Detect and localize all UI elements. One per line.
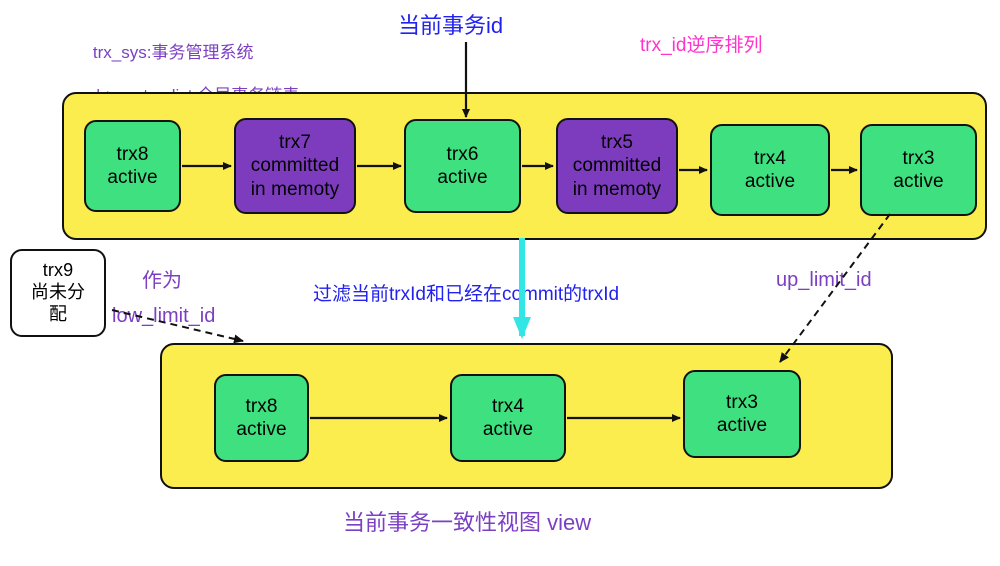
- trx-node-id: trx7: [278, 132, 312, 154]
- trx-node-trx5-global[interactable]: trx5 committed in memoty: [556, 118, 678, 214]
- trx-node-trx8-view[interactable]: trx8 active: [214, 374, 309, 462]
- trx-node-state: active: [107, 167, 158, 188]
- trx-node-id: trx5: [600, 132, 634, 154]
- trx-node-id: trx3: [902, 147, 935, 169]
- trx-node-state: active: [482, 419, 534, 440]
- trx-node-state: active: [744, 171, 796, 192]
- trx-node-trx4-global[interactable]: trx4 active: [710, 124, 830, 216]
- trx-node-state: active: [716, 415, 768, 436]
- filter-note-label: 过滤当前trxId和已经在commit的trxId: [313, 284, 620, 305]
- trx-node-id: trx3: [725, 391, 759, 413]
- up-limit-id-label: up_limit_id: [776, 269, 872, 291]
- trx-node-state-detail: 配: [48, 303, 68, 324]
- trx-sys-line1: trx_sys:事务管理系统: [92, 42, 254, 62]
- trx-node-state: 尚未分: [30, 282, 86, 303]
- trx-node-id: trx4: [753, 147, 787, 169]
- trx-node-trx7-global[interactable]: trx7 committed in memoty: [234, 118, 356, 214]
- trx-node-state-detail: in memoty: [250, 178, 340, 200]
- trx-node-id: trx8: [116, 143, 149, 165]
- trx-node-trx6-global[interactable]: trx6 active: [404, 119, 521, 213]
- trx-node-state: active: [236, 419, 287, 440]
- global-trx-list-container: [62, 92, 987, 240]
- current-trx-id-label: 当前事务id: [398, 13, 504, 38]
- trx-node-state: committed: [572, 155, 662, 177]
- trx-node-trx9-unassigned[interactable]: trx9 尚未分 配: [10, 249, 106, 337]
- trx-id-order-label: trx_id逆序排列: [640, 35, 763, 56]
- view-caption: 当前事务一致性视图 view: [343, 510, 592, 535]
- trx-node-trx3-view[interactable]: trx3 active: [683, 370, 801, 458]
- as-label: 作为: [142, 270, 182, 292]
- trx-node-trx8-global[interactable]: trx8 active: [84, 120, 181, 212]
- low-limit-id-label: low_limit_id: [112, 305, 216, 327]
- trx-node-id: trx8: [245, 395, 278, 417]
- trx-node-state: active: [893, 171, 944, 192]
- trx-node-trx4-view[interactable]: trx4 active: [450, 374, 566, 462]
- trx-node-trx3-global[interactable]: trx3 active: [860, 124, 977, 216]
- trx-node-state: active: [437, 167, 488, 188]
- trx-node-state: committed: [250, 155, 340, 177]
- trx-node-id: trx9: [42, 260, 74, 281]
- trx-node-id: trx6: [446, 143, 479, 165]
- trx-node-id: trx4: [491, 395, 525, 417]
- trx-node-state-detail: in memoty: [572, 178, 662, 200]
